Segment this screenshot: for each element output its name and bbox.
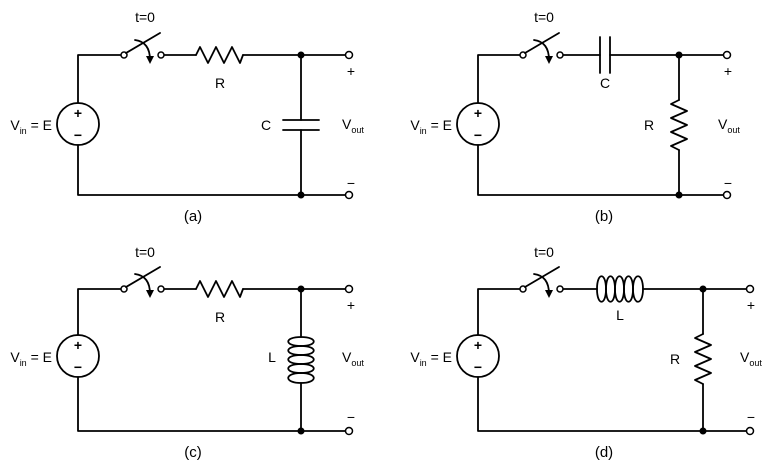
- output-plus: +: [724, 63, 732, 79]
- output-minus: −: [747, 409, 755, 425]
- node-dot: [699, 285, 707, 293]
- switch-label: t=0: [135, 244, 155, 260]
- caption-b: (b): [595, 208, 613, 225]
- panel-c: + − Vin = E t=0 R L +: [10, 244, 364, 461]
- series-label: C: [600, 75, 610, 91]
- series-capacitor: [599, 36, 611, 74]
- node-dot: [297, 427, 305, 435]
- shunt-capacitor: [282, 119, 320, 131]
- caption-d: (d): [595, 444, 613, 461]
- shunt-resistor: [694, 333, 712, 385]
- output-terminal: [745, 426, 755, 436]
- output-label: Vout: [740, 349, 762, 368]
- output-label: Vout: [342, 349, 364, 368]
- switch-label: t=0: [135, 9, 155, 25]
- switch: [519, 266, 564, 298]
- switch: [120, 32, 165, 64]
- caption-c: (c): [184, 444, 202, 461]
- panel-b: + − Vin = E t=0 C R + − Vout (b): [410, 9, 740, 225]
- wires: [477, 54, 725, 196]
- node-dot: [699, 427, 707, 435]
- source-minus-sign: −: [74, 127, 82, 143]
- wires: [77, 54, 347, 196]
- series-label: R: [215, 309, 225, 325]
- series-label: R: [215, 75, 225, 91]
- voltage-source: + −: [456, 102, 500, 146]
- node-dot: [297, 285, 305, 293]
- node-dot: [297, 191, 305, 199]
- panel-a: + − Vin = E t=0 R C + − Vout (a): [10, 9, 364, 225]
- voltage-source: + −: [456, 334, 500, 378]
- source-label: Vin = E: [10, 117, 52, 136]
- source-minus-sign: −: [474, 127, 482, 143]
- source-label: Vin = E: [410, 349, 452, 368]
- panel-d: + − Vin = E t=0 L R +: [410, 244, 762, 461]
- output-terminal: [344, 284, 354, 294]
- output-plus: +: [347, 63, 355, 79]
- output-terminal: [344, 426, 354, 436]
- output-minus: −: [724, 175, 732, 191]
- source-plus-sign: +: [474, 105, 482, 121]
- source-label: Vin = E: [10, 349, 52, 368]
- output-plus: +: [347, 297, 355, 313]
- wires: [77, 288, 347, 432]
- output-minus: −: [347, 409, 355, 425]
- output-plus: +: [747, 297, 755, 313]
- shunt-label: R: [670, 351, 680, 367]
- source-plus-sign: +: [74, 337, 82, 353]
- output-label: Vout: [342, 116, 364, 135]
- source-plus-sign: +: [474, 337, 482, 353]
- shunt-label: L: [268, 349, 276, 365]
- series-resistor: [195, 280, 244, 298]
- source-label: Vin = E: [410, 117, 452, 136]
- output-minus: −: [347, 175, 355, 191]
- wires: [477, 288, 748, 432]
- shunt-resistor: [670, 99, 688, 151]
- node-dot: [675, 191, 683, 199]
- node-dot: [297, 51, 305, 59]
- shunt-label: R: [644, 117, 654, 133]
- voltage-source: + −: [56, 102, 100, 146]
- output-terminal: [722, 50, 732, 60]
- switch: [519, 32, 564, 64]
- output-terminal: [344, 50, 354, 60]
- voltage-source: + −: [56, 334, 100, 378]
- source-minus-sign: −: [474, 359, 482, 375]
- switch-label: t=0: [534, 9, 554, 25]
- caption-a: (a): [184, 208, 202, 225]
- node-dot: [675, 51, 683, 59]
- series-inductor: [596, 275, 644, 303]
- shunt-inductor: [287, 336, 315, 384]
- series-resistor: [195, 46, 244, 64]
- shunt-label: C: [261, 117, 271, 133]
- switch: [120, 266, 165, 298]
- series-label: L: [616, 307, 624, 323]
- source-plus-sign: +: [74, 105, 82, 121]
- output-terminal: [722, 190, 732, 200]
- source-minus-sign: −: [74, 359, 82, 375]
- output-terminal: [745, 284, 755, 294]
- switch-label: t=0: [534, 244, 554, 260]
- output-terminal: [344, 190, 354, 200]
- output-label: Vout: [718, 116, 740, 135]
